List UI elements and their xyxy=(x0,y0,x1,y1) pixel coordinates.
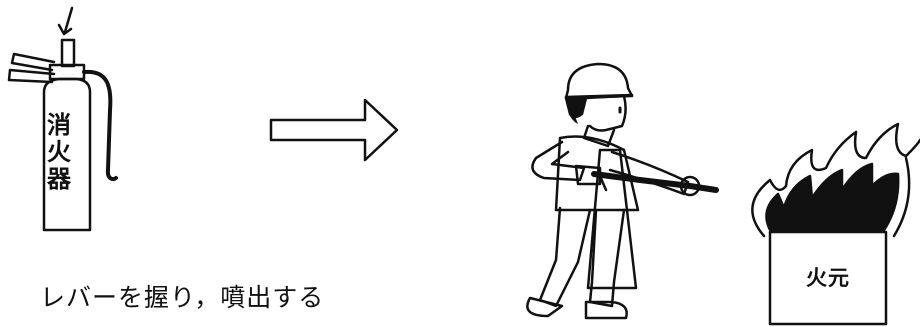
left-shoe xyxy=(527,298,562,316)
left-leg xyxy=(540,208,590,306)
lever-pointer-arrow xyxy=(59,8,72,34)
extinguisher-label-char: 器 xyxy=(46,166,72,193)
fire-source-label: 火元 xyxy=(778,262,878,292)
worker-illustration xyxy=(527,64,716,318)
fire-source-illustration xyxy=(752,124,920,324)
extinguisher-label-char: 消 xyxy=(46,112,72,139)
handle-grip xyxy=(9,54,54,82)
helmet xyxy=(566,64,632,98)
lever-stem xyxy=(62,40,74,66)
extinguisher-label-char: 火 xyxy=(46,139,72,166)
inner-flames xyxy=(766,164,898,230)
right-leg xyxy=(590,210,624,306)
process-arrow xyxy=(271,100,397,160)
extinguisher-label: 消 火 器 xyxy=(46,112,72,193)
instruction-caption: レバーを握り，噴出する xyxy=(40,278,324,314)
